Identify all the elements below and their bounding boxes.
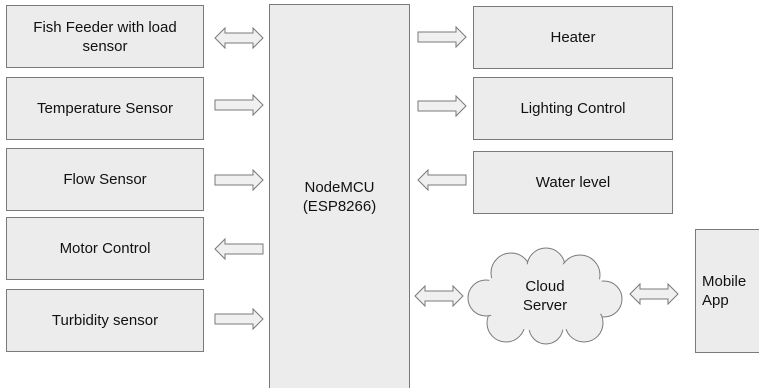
heater-block: Heater (473, 6, 673, 69)
temperature-sensor-label: Temperature Sensor (37, 100, 173, 117)
left-arrow-icon (214, 237, 264, 261)
right-arrow-icon (214, 168, 264, 192)
right-arrow-icon (214, 93, 264, 117)
heater-label: Heater (550, 29, 596, 46)
left-arrow-icon (417, 168, 467, 192)
cloud-icon (467, 247, 623, 345)
lighting-control-label: Lighting Control (520, 100, 626, 117)
cloud-server-label: Cloud Server (522, 278, 568, 314)
turbidity-sensor-block: Turbidity sensor (6, 289, 204, 352)
nodemcu-label: NodeMCU (ESP8266) (302, 178, 377, 215)
fish-feeder-label: Fish Feeder with load sensor (33, 18, 177, 55)
temperature-sensor-block: Temperature Sensor (6, 77, 204, 140)
mobile-app-block: Mobile App (695, 229, 759, 353)
motor-control-label: Motor Control (59, 240, 151, 257)
double-arrow-icon (629, 282, 679, 306)
right-arrow-icon (417, 25, 467, 49)
water-level-label: Water level (535, 174, 611, 191)
motor-control-block: Motor Control (6, 217, 204, 280)
flow-sensor-label: Flow Sensor (63, 171, 147, 188)
right-arrow-icon (417, 94, 467, 118)
mobile-app-label: Mobile App (702, 273, 747, 309)
cloud-server: Cloud Server (466, 247, 624, 345)
double-arrow-icon (214, 26, 264, 50)
double-arrow-icon (414, 284, 464, 308)
nodemcu-block: NodeMCU (ESP8266) (269, 4, 410, 388)
turbidity-sensor-label: Turbidity sensor (51, 312, 159, 329)
lighting-control-block: Lighting Control (473, 77, 673, 140)
water-level-block: Water level (473, 151, 673, 214)
flow-sensor-block: Flow Sensor (6, 148, 204, 211)
fish-feeder-block: Fish Feeder with load sensor (6, 5, 204, 68)
right-arrow-icon (214, 307, 264, 331)
